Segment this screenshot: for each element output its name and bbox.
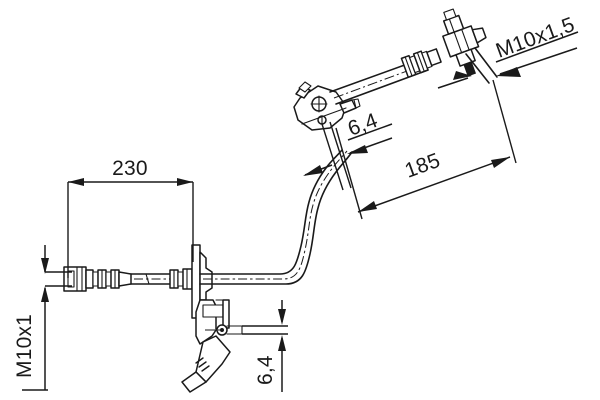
upper-fitting-div-1 bbox=[453, 31, 463, 54]
tab-hatch-2 bbox=[198, 361, 207, 368]
hose-centerline-center bbox=[203, 150, 348, 280]
upper-end-fitting bbox=[442, 8, 498, 84]
upper-crimp-line-2 bbox=[416, 52, 425, 72]
ext-line-185-right bbox=[492, 79, 517, 164]
dim-line-185 bbox=[357, 156, 511, 213]
tab-tip bbox=[181, 371, 207, 393]
bracket-rect-cutout bbox=[202, 304, 224, 318]
middle-junction-block bbox=[293, 81, 361, 131]
crimp-collar-mid bbox=[169, 268, 193, 290]
upper-crimp-sleeve bbox=[426, 48, 442, 67]
arrow-lower64-up bbox=[278, 335, 286, 351]
upper-fitting-shank bbox=[463, 61, 477, 77]
upper-nut-line-1 bbox=[448, 18, 455, 33]
dimension-230: 230 bbox=[67, 157, 194, 278]
pipe-lower-return bbox=[301, 107, 347, 125]
arrow-m10x15-inner bbox=[453, 71, 472, 80]
banjo-bore-detail bbox=[67, 270, 75, 288]
dim-label-6-4-lower: 6,4 bbox=[254, 355, 277, 385]
tab-hatch-3 bbox=[201, 365, 210, 372]
upper-fitting-stud bbox=[443, 8, 457, 21]
bracket-hole-center bbox=[219, 327, 224, 332]
junction-nipple-ring bbox=[353, 99, 357, 109]
arrow-upper64-left bbox=[303, 165, 323, 176]
arrow-185-left bbox=[358, 201, 377, 212]
upper64-underline bbox=[347, 123, 393, 141]
dim-label-230: 230 bbox=[112, 157, 148, 180]
arrow-230-right bbox=[177, 178, 193, 186]
upper-shank-edge-1 bbox=[465, 53, 490, 84]
bracket-tab bbox=[181, 335, 231, 393]
arrow-230-left bbox=[68, 178, 84, 186]
arrow-m10x15 bbox=[496, 67, 521, 77]
dim-label-m10x1: M10x1 bbox=[13, 314, 36, 378]
tab-hatch-1 bbox=[195, 357, 204, 364]
junction-nipple-cap bbox=[298, 81, 312, 93]
arrow-185-right bbox=[491, 157, 510, 168]
upper-fitting-tab bbox=[471, 27, 487, 44]
upper-shank-edge-2 bbox=[474, 47, 498, 78]
hose-joint-mark bbox=[145, 273, 150, 285]
ext-line-185-left bbox=[335, 127, 363, 220]
arrow-m10x1-up bbox=[41, 286, 49, 302]
upper64-witness-2 bbox=[329, 121, 352, 189]
arrow-upper64-right bbox=[347, 145, 368, 154]
dimension-6-4-lower: 6,4 bbox=[242, 300, 288, 392]
left-end-fitting bbox=[63, 266, 132, 292]
upper-crimp-line-1 bbox=[404, 56, 413, 77]
upper-fitting-div-2 bbox=[461, 28, 470, 51]
arrow-m10x1-down bbox=[41, 258, 49, 274]
crimp-ferrule-1 bbox=[85, 269, 94, 289]
crimp-collar-upper bbox=[400, 48, 442, 78]
bracket-right-wall bbox=[222, 299, 230, 329]
m10x15-inner-leader bbox=[437, 77, 469, 89]
arrow-lower64-down bbox=[278, 309, 286, 325]
center-bracket bbox=[191, 244, 243, 345]
dimension-m10x1: M10x1 bbox=[13, 245, 72, 391]
upper64-witness-1 bbox=[321, 123, 344, 191]
fitting-neck-left bbox=[118, 271, 132, 287]
m10x15-underline bbox=[495, 31, 579, 63]
